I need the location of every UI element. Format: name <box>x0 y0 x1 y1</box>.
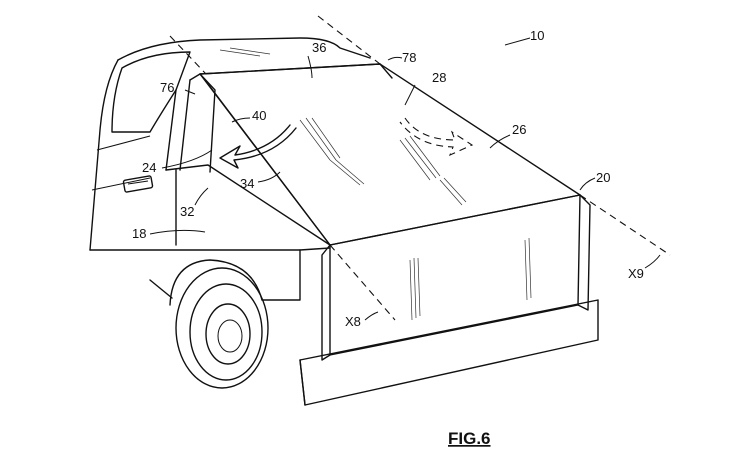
truck-cab <box>89 37 371 251</box>
leader-lines <box>149 37 661 321</box>
ref-36: 36 <box>312 40 326 55</box>
ref-20: 20 <box>596 170 610 185</box>
ref-32: 32 <box>180 204 194 219</box>
ref-34: 34 <box>240 176 254 191</box>
rear-wheel <box>175 267 269 389</box>
axes <box>169 15 671 321</box>
tonneau-cover <box>199 47 581 246</box>
rotation-arrow-right <box>399 117 474 157</box>
ref-78: 78 <box>402 50 416 65</box>
ref-10: 10 <box>530 28 544 43</box>
figure-caption: FIG.6 <box>448 429 491 448</box>
ref-76: 76 <box>160 80 174 95</box>
ref-18: 18 <box>132 226 146 241</box>
ref-x9: X9 <box>628 266 644 281</box>
ref-40: 40 <box>252 108 266 123</box>
rotation-arrow-left <box>219 124 297 169</box>
ref-28: 28 <box>432 70 446 85</box>
ref-x8: X8 <box>345 314 361 329</box>
tailgate <box>299 194 599 406</box>
ref-26: 26 <box>512 122 526 137</box>
ref-24: 24 <box>142 160 156 175</box>
